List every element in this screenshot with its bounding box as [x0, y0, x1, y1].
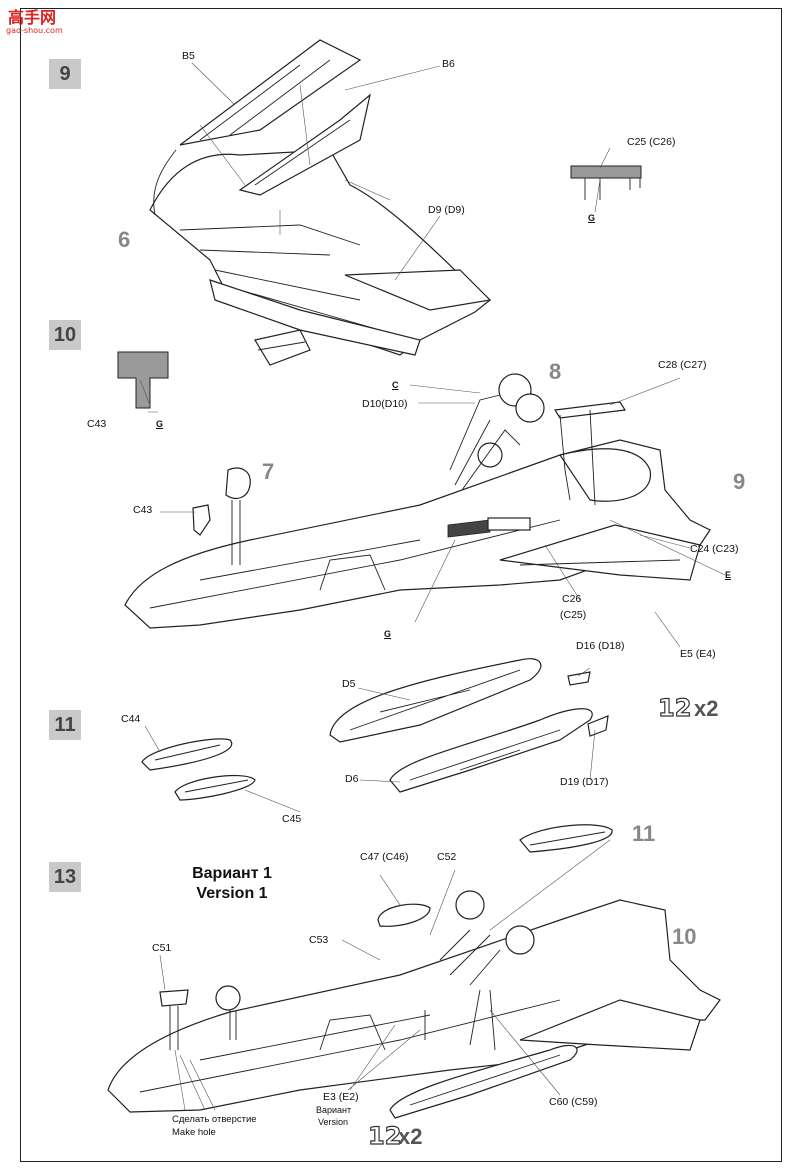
step9-wing-drawing	[149, 39, 492, 366]
ref-step-12: 12	[657, 693, 692, 722]
label-c45: C45	[282, 813, 302, 825]
label-d19: D19 (D17)	[560, 776, 609, 788]
ref-step-11: 11	[632, 821, 656, 846]
step13-drawing	[107, 824, 721, 1119]
label-c24: C24 (C23)	[690, 543, 739, 555]
ref-step-8: 8	[549, 359, 562, 384]
step-badge-9: 9	[49, 59, 81, 89]
label-c60: C60 (C59)	[549, 1096, 598, 1108]
quantity-x2-bottom: x2	[398, 1124, 423, 1149]
label-e-step10: E	[725, 570, 732, 580]
label-b6: B6	[442, 58, 455, 70]
ref-step-10: 10	[672, 924, 697, 949]
label-make-hole-ru: Сделать отверстие	[172, 1114, 257, 1125]
label-c-step10: C	[392, 380, 399, 390]
step11-drawing	[141, 658, 609, 801]
label-c47: C47 (C46)	[360, 851, 409, 863]
label-c51: C51	[152, 942, 172, 954]
ref-step-9: 9	[733, 469, 746, 494]
site-logo: 高手网 gao-shou.com	[2, 4, 70, 40]
label-g-step10: G	[384, 629, 392, 639]
label-c25-alt: (C25)	[560, 609, 587, 621]
label-d5: D5	[342, 678, 356, 690]
label-d6: D6	[345, 773, 359, 785]
label-variant-en: Version	[318, 1117, 349, 1127]
label-c53: C53	[309, 934, 329, 946]
label-d16: D16 (D18)	[576, 640, 625, 652]
leader-lines	[139, 62, 726, 1111]
ref-step-6: 6	[118, 227, 131, 252]
ref-step-7: 7	[262, 459, 275, 484]
logo-text: 高手网	[8, 8, 57, 27]
label-e3: E3 (E2)	[323, 1091, 359, 1103]
label-c52: C52	[437, 851, 457, 863]
variant-title-en: Version 1	[196, 885, 268, 902]
label-e5: E5 (E4)	[680, 648, 716, 660]
c25-part-drawing	[570, 165, 642, 200]
label-g-c43: G	[156, 419, 164, 429]
label-c44: C44	[121, 713, 141, 725]
quantity-x2: x2	[694, 696, 719, 721]
label-c43: C43	[133, 504, 153, 516]
label-g-step9: G	[588, 213, 596, 223]
step-badge-11: 11	[49, 710, 81, 740]
logo-url: gao-shou.com	[6, 26, 63, 35]
ref-step-12-bottom: 12	[367, 1121, 402, 1150]
label-make-hole-en: Make hole	[172, 1127, 216, 1138]
label-d9: D9 (D9)	[428, 204, 465, 216]
step-badge-10: 10	[49, 320, 81, 350]
label-d10: D10(D10)	[362, 398, 408, 410]
c43-part-drawing	[117, 351, 169, 409]
label-c28: C28 (C27)	[658, 359, 707, 371]
variant-title: Вариант 1 Version 1	[182, 864, 282, 904]
label-variant-ru: Вариант	[316, 1105, 352, 1115]
label-c25: C25 (C26)	[627, 136, 676, 148]
step10-fuselage-drawing	[124, 373, 711, 629]
label-c26: C26	[562, 593, 582, 605]
label-c43-detail: C43	[87, 418, 107, 430]
step-badge-13: 13	[49, 862, 81, 892]
variant-title-ru: Вариант 1	[192, 865, 272, 882]
label-b5: B5	[182, 50, 195, 62]
page-border	[20, 8, 782, 1162]
